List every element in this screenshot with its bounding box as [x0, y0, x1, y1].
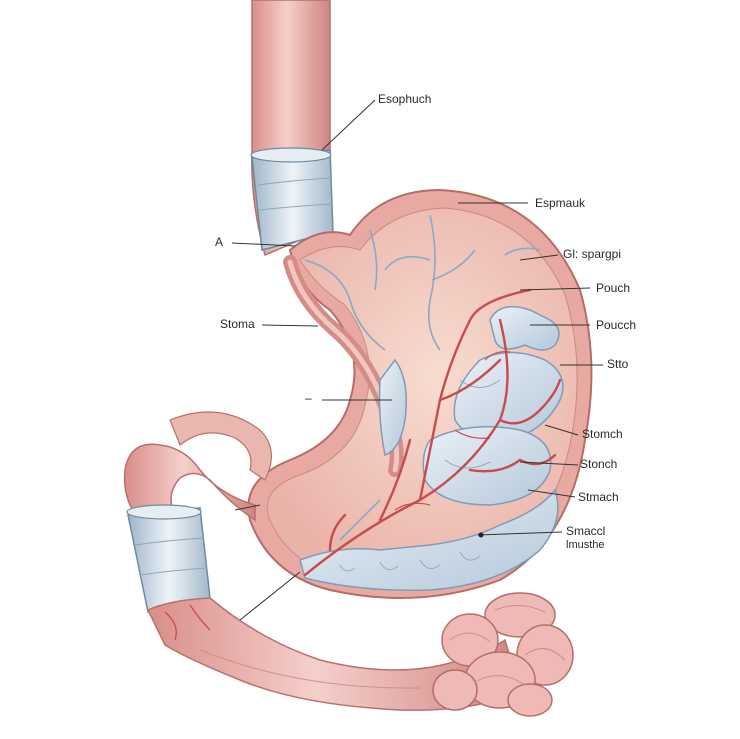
intestinal-band — [127, 505, 210, 612]
intestinal-coil — [433, 593, 573, 716]
label-espmauk: Espmauk — [535, 197, 585, 210]
label-a: A — [215, 236, 223, 249]
label-poucch: Poucch — [596, 319, 636, 332]
label-stto: Stto — [607, 358, 628, 371]
label-gi-spargpi: Gl: spargpi — [563, 248, 621, 261]
label-stonch: Stonch — [580, 458, 617, 471]
label-imusthe: lmusthe — [566, 539, 605, 552]
label-stmach: Stmach — [578, 491, 619, 504]
label-stoma: Stoma — [220, 318, 255, 331]
label-esophuch: Esophuch — [378, 93, 431, 106]
label-dash: – — [305, 392, 312, 405]
label-smaccl: Smaccl — [566, 525, 605, 538]
label-stomch: Stomch — [582, 428, 623, 441]
label-pouch: Pouch — [596, 282, 630, 295]
